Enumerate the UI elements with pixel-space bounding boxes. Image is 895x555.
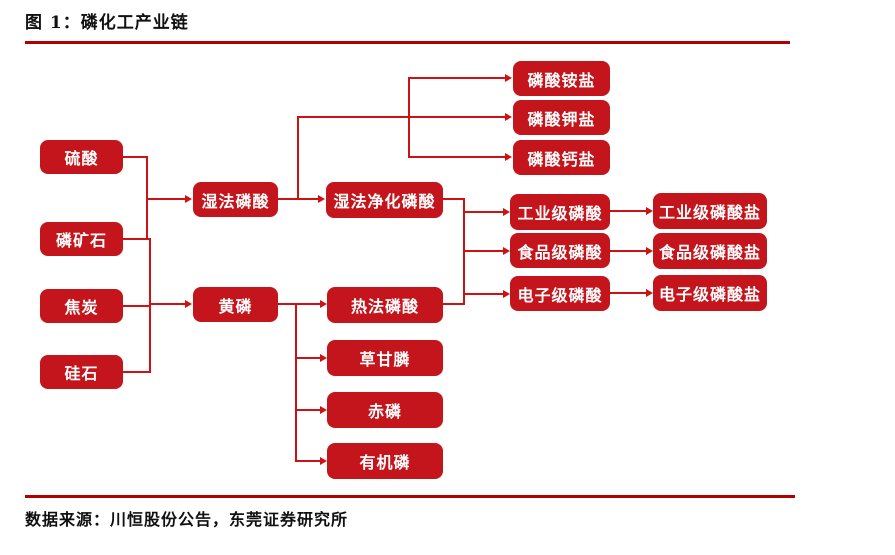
node-thermal-phosphoric-acid: 热法磷酸 [327,287,443,323]
arrowhead-icon [320,354,327,362]
arrowhead-icon [646,207,653,215]
footer-divider-rule [25,495,795,498]
node-ammonium-phosphate-salt: 磷酸铵盐 [513,61,610,96]
edge-line [123,238,151,240]
edge-line [149,303,185,305]
arrowhead-icon [318,195,325,203]
edge-line [463,250,503,252]
arrowhead-icon [503,208,510,216]
edge-line [408,78,410,158]
node-yellow-phosphorus: 黄磷 [193,287,278,322]
node-wet-purified-phosphoric-acid: 湿法净化磷酸 [326,182,443,218]
edge-line [297,116,505,118]
node-phosphate-rock: 磷矿石 [40,222,123,256]
edge-line [297,116,299,200]
edge-line [463,293,503,295]
arrowhead-icon [646,289,653,297]
edge-line [123,156,148,158]
node-electronic-grade-acid: 电子级磷酸 [510,276,610,311]
edge-line [408,156,505,158]
title-divider-rule [25,41,790,44]
arrowhead-icon [505,113,512,121]
node-glyphosate: 草甘膦 [327,340,443,376]
edge-line [295,357,320,359]
node-sulfuric-acid: 硫酸 [40,140,123,174]
node-industrial-grade-salt: 工业级磷酸盐 [653,193,767,229]
edge-line [295,409,320,411]
edge-line [295,460,320,462]
node-electronic-grade-salt: 电子级磷酸盐 [653,275,767,311]
arrowhead-icon [320,406,327,414]
node-food-grade-acid: 食品级磷酸 [510,233,610,268]
edge-line [443,198,465,200]
edge-line [277,303,320,305]
node-wet-process-phosphoric-acid: 湿法磷酸 [193,182,278,217]
arrowhead-icon [503,290,510,298]
edge-line [408,77,505,79]
arrowhead-icon [320,457,327,465]
node-industrial-grade-acid: 工业级磷酸 [510,194,610,230]
figure-title: 图 1：磷化工产业链 [25,13,189,33]
edge-line [146,198,185,200]
arrowhead-icon [503,247,510,255]
arrowhead-icon [185,195,192,203]
edge-line [123,371,151,373]
edge-line [463,199,465,305]
node-coke: 焦炭 [40,289,123,323]
edge-line [610,250,646,252]
node-food-grade-salt: 食品级磷酸盐 [653,233,767,269]
arrowhead-icon [185,300,192,308]
data-source: 数据来源：川恒股份公告，东莞证券研究所 [25,512,349,529]
edge-line [610,292,646,294]
node-calcium-phosphate-salt: 磷酸钙盐 [513,140,610,175]
edge-line [443,303,465,305]
edge-line [610,210,646,212]
node-silica: 硅石 [40,355,123,389]
node-red-phosphorus: 赤磷 [327,392,443,428]
node-organophosphorus: 有机磷 [327,443,443,479]
edge-line [463,211,503,213]
edge-line [278,198,318,200]
edge-line [123,305,151,307]
arrowhead-icon [646,247,653,255]
edge-line [295,304,297,462]
arrowhead-icon [505,153,512,161]
arrowhead-icon [505,74,512,82]
node-potassium-phosphate-salt: 磷酸钾盐 [513,100,610,135]
arrowhead-icon [320,300,327,308]
